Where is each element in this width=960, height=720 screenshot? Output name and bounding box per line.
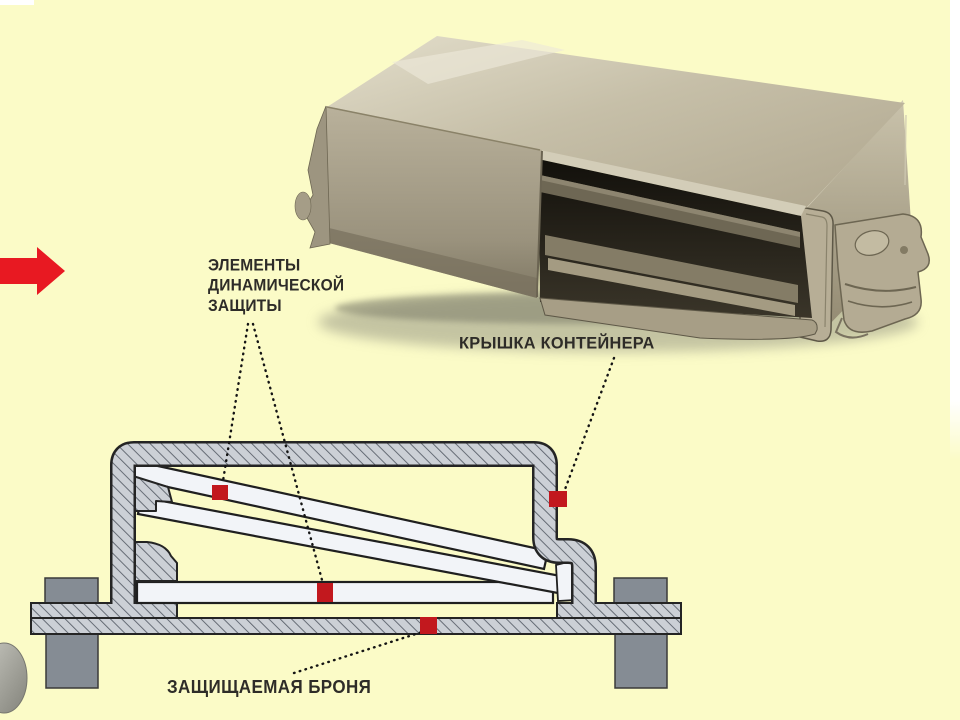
marker-era-lower <box>317 583 333 602</box>
label-era-elements: ЭЛЕМЕНТЫ ДИНАМИЧЕСКОЙ ЗАЩИТЫ <box>208 256 344 317</box>
container-bottom-lip <box>539 297 818 340</box>
container-top-face <box>327 36 905 208</box>
leader-lines <box>221 322 616 675</box>
leader-armor <box>292 630 424 675</box>
label-era-elements-line1: ЭЛЕМЕНТЫ <box>208 257 301 275</box>
mounting-bolt-left <box>44 577 99 689</box>
label-protected-armor: ЗАЩИЩАЕМАЯ БРОНЯ <box>167 677 372 698</box>
leader-era-lower <box>251 322 324 582</box>
slide-edge-white-topleft <box>0 0 34 5</box>
container-latch <box>834 213 930 339</box>
flange-strip-right <box>556 602 682 619</box>
slide-edge-white-fade <box>950 400 960 460</box>
cross-section-diagram <box>30 322 682 689</box>
label-container-lid: КРЫШКА КОНТЕЙНЕРА <box>459 335 655 353</box>
red-arrow-icon <box>0 247 65 295</box>
leader-era-upper <box>221 322 250 483</box>
inner-plate-bottom <box>545 235 798 303</box>
label-era-elements-line3: ЗАЩИТЫ <box>208 297 282 316</box>
container-left-edge <box>302 105 331 249</box>
container-wall-hatched <box>112 443 595 604</box>
era-element-horizontal <box>135 580 555 605</box>
marker-lid <box>549 491 567 507</box>
slide-edge-white-right <box>950 0 960 400</box>
marker-era-upper <box>212 485 228 500</box>
edge-artifact-object <box>0 642 28 714</box>
flange-strip-left <box>30 602 178 619</box>
leader-lid <box>562 356 616 494</box>
container-opening <box>538 159 812 318</box>
marker-armor <box>420 617 437 634</box>
label-era-elements-line2: ДИНАМИЧЕСКОЙ <box>208 277 345 295</box>
armor-plate <box>30 617 682 635</box>
point-markers <box>212 485 567 634</box>
era-container-photo <box>294 36 930 352</box>
